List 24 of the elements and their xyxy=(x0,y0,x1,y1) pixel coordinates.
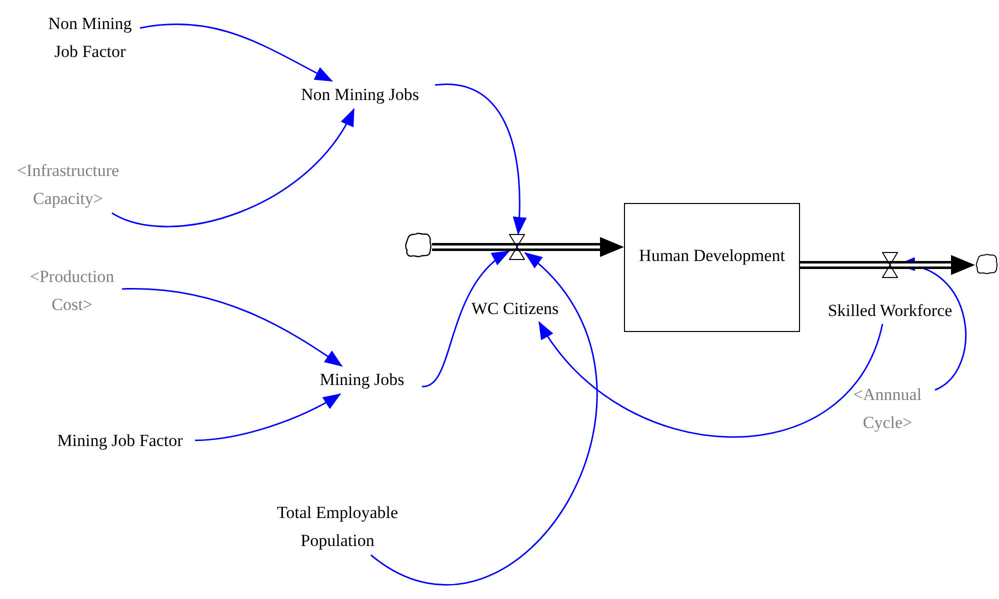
variable-label: Non Mining Job Factor xyxy=(40,10,140,66)
variable-label: <Production Cost> xyxy=(22,263,122,319)
link-arrow xyxy=(112,108,355,228)
variable-label: <Annnual Cycle> xyxy=(840,381,935,437)
cloud-icon xyxy=(404,232,432,258)
link-arrow xyxy=(194,393,342,442)
variable-label: Mining Job Factor xyxy=(45,427,195,455)
link-arrow xyxy=(140,24,333,82)
variable-label: Total Employable Population xyxy=(265,499,410,555)
flow-label: Skilled Workforce xyxy=(826,300,954,322)
variable-label: Non Mining Jobs xyxy=(285,81,435,109)
flow-pipe xyxy=(432,243,517,251)
link-arrow xyxy=(422,250,510,388)
flow-pipe xyxy=(890,255,975,275)
flow-pipe xyxy=(800,261,890,269)
link-arrow xyxy=(370,252,597,586)
variable-label: Mining Jobs xyxy=(302,366,422,394)
link-arrow xyxy=(538,321,884,438)
flow-label: WC Citizens xyxy=(470,298,560,320)
link-arrow xyxy=(434,84,526,235)
variable-label: <Infrastructure Capacity> xyxy=(6,157,130,213)
link-arrow xyxy=(122,288,343,367)
stock-box: Human Development xyxy=(624,203,800,332)
flow-pipe xyxy=(517,237,624,257)
